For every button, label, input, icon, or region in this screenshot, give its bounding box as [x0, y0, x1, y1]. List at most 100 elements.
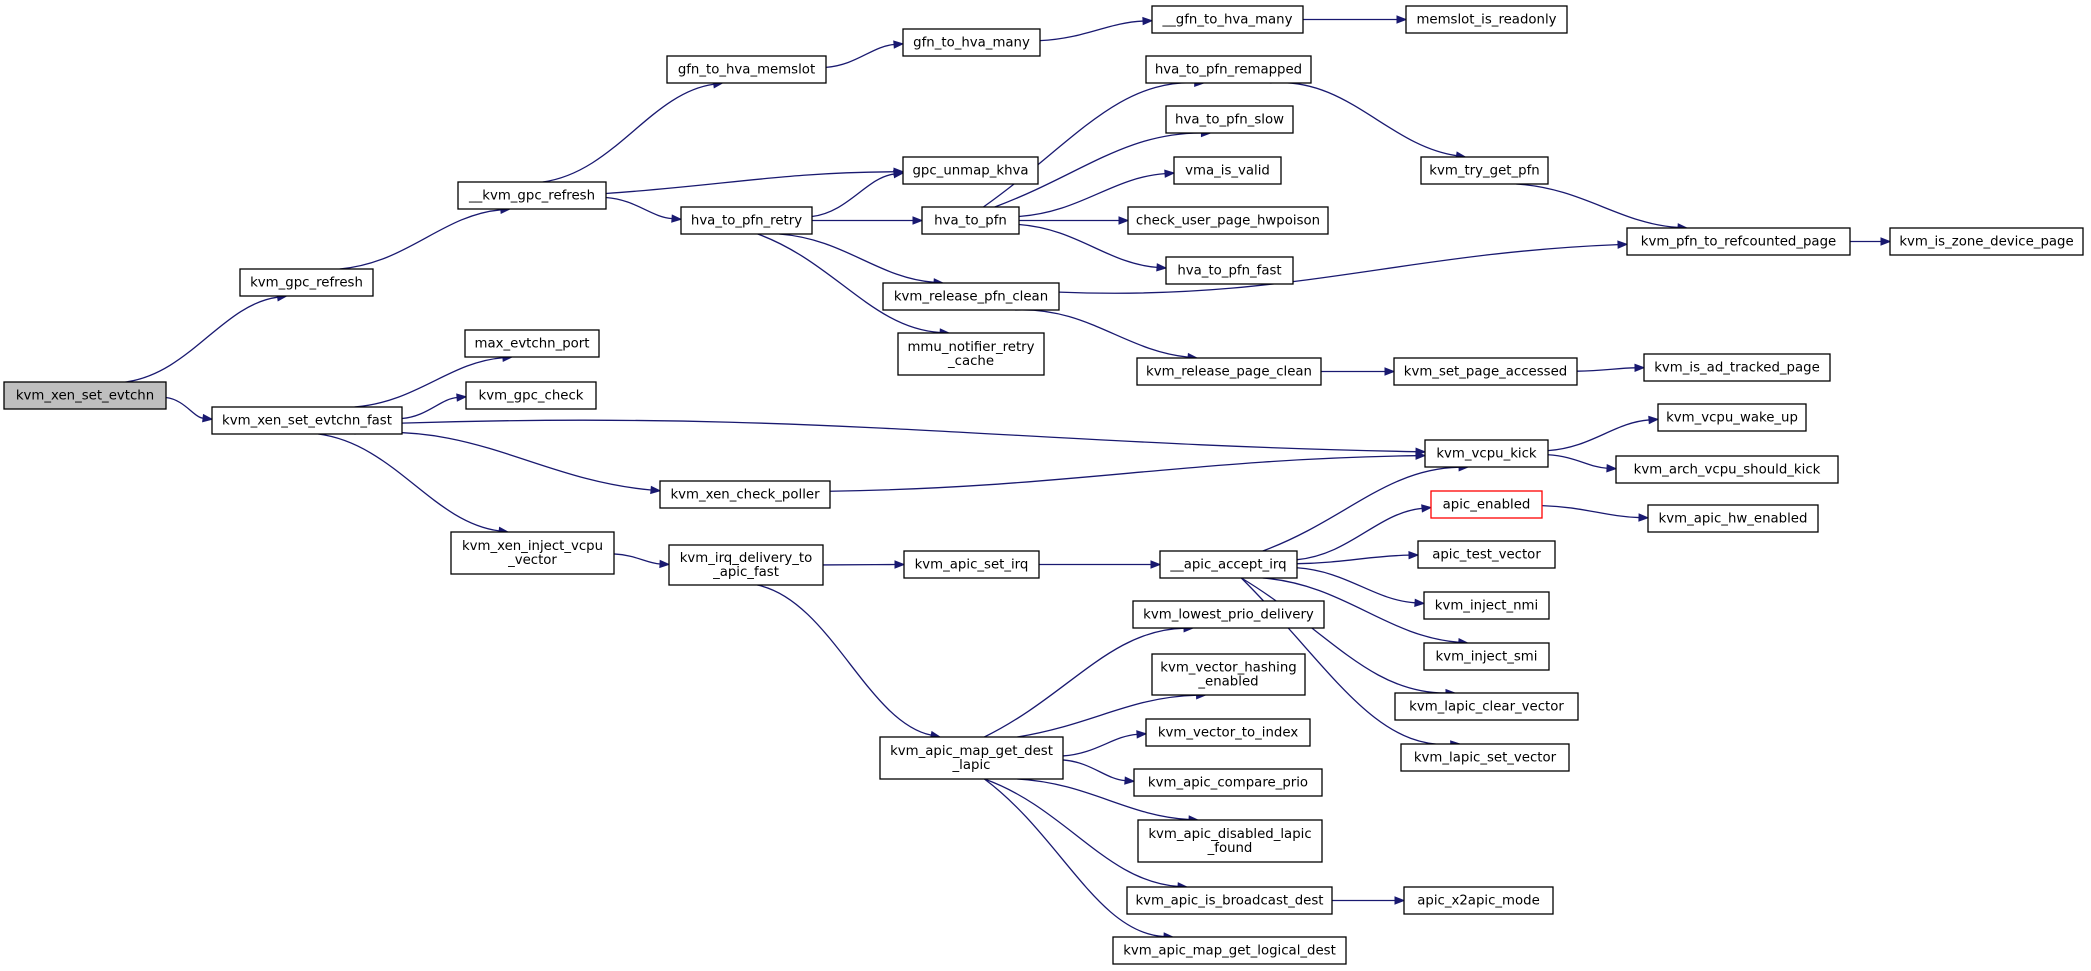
node-box	[1136, 357, 1322, 386]
node-box	[1145, 55, 1312, 84]
node-kvm-vector-to-index[interactable]: kvm_vector_to_index	[1145, 718, 1311, 747]
node-kvm-xen-check-poller[interactable]: kvm_xen_check_poller	[659, 480, 831, 509]
node-kvm-gpc-refresh[interactable]: __kvm_gpc_refresh	[457, 181, 607, 210]
edge-n34-n35	[1541, 504, 1650, 522]
node-kvm-pfn-to-refcounted-page[interactable]: kvm_pfn_to_refcounted_page	[1626, 227, 1851, 256]
node-kvm-release-pfn-clean[interactable]: kvm_release_pfn_clean	[882, 282, 1060, 311]
node-label: kvm_apic_map_get_dest	[890, 744, 1053, 759]
edge-line	[125, 296, 278, 383]
edge-line	[1014, 309, 1189, 358]
node-label: kvm_vcpu_wake_up	[1666, 411, 1798, 426]
edge-n2-n30	[318, 433, 510, 535]
edge-line	[984, 778, 1179, 888]
node-box	[666, 55, 827, 84]
node-kvm-is-zone-device-page[interactable]: kvm_is_zone_device_page	[1889, 227, 2084, 256]
node-kvm-xen-set-evtchn[interactable]: kvm_xen_set_evtchn	[3, 381, 167, 410]
node-box	[668, 544, 824, 586]
node-kvm-arch-vcpu-should-kick[interactable]: kvm_arch_vcpu_should_kick	[1615, 455, 1839, 484]
arrowhead	[1415, 451, 1427, 460]
node-kvm-xen-set-evtchn-fast[interactable]: kvm_xen_set_evtchn_fast	[211, 406, 403, 435]
node-label: kvm_lapic_clear_vector	[1409, 700, 1564, 715]
node-box	[465, 381, 597, 410]
node-kvm-lapic-clear-vector[interactable]: kvm_lapic_clear_vector	[1394, 692, 1579, 721]
node-check-user-page-hwpoison[interactable]: check_user_page_hwpoison	[1127, 206, 1329, 235]
node-kvm-vcpu-wake-up[interactable]: kvm_vcpu_wake_up	[1657, 403, 1807, 432]
node-gfn-to-hva-memslot[interactable]: gfn_to_hva_memslot	[666, 55, 827, 84]
node-hva-to-pfn-slow[interactable]: hva_to_pfn_slow	[1165, 105, 1294, 134]
node-kvm-vcpu-kick[interactable]: kvm_vcpu_kick	[1424, 439, 1549, 468]
edge-n0-n2	[165, 396, 214, 423]
node-kvm-lowest-prio-delivery[interactable]: kvm_lowest_prio_delivery	[1132, 600, 1325, 629]
node-box	[659, 480, 831, 509]
node-label: kvm_vcpu_kick	[1436, 447, 1537, 462]
node-box	[1417, 540, 1556, 569]
edge-line	[401, 419, 1417, 453]
node-kvm-inject-smi[interactable]: kvm_inject_smi	[1423, 642, 1550, 671]
node-memslot-is-readonly[interactable]: memslot_is_readonly	[1405, 5, 1568, 34]
node-label: kvm_inject_smi	[1436, 650, 1538, 665]
node-label: _enabled	[1197, 675, 1258, 690]
edge-line	[605, 171, 895, 195]
node-box	[1145, 718, 1311, 747]
node-hva-to-pfn-retry[interactable]: hva_to_pfn_retry	[680, 206, 813, 235]
node-kvm-apic-is-broadcast-dest[interactable]: kvm_apic_is_broadcast_dest	[1126, 886, 1333, 915]
edge-n47-n48	[1332, 896, 1406, 905]
node-box	[1112, 936, 1347, 965]
arrowhead	[1118, 216, 1130, 225]
node-box	[1126, 886, 1333, 915]
node-kvm-apic-compare-prio[interactable]: kvm_apic_compare_prio	[1133, 768, 1323, 797]
edge-n41-n44	[1062, 730, 1148, 757]
node-label: check_user_page_hwpoison	[1136, 214, 1320, 229]
edge-line	[1576, 367, 1636, 372]
node-kvm-xen-inject-vcpu-vector[interactable]: kvm_xen_inject_vcpu_vector	[450, 531, 615, 575]
edge-line	[1547, 419, 1650, 452]
node-kvm-release-page-clean[interactable]: kvm_release_page_clean	[1136, 357, 1322, 386]
edge-line	[757, 233, 941, 334]
node-gpc-unmap-khva[interactable]: gpc_unmap_khva	[902, 156, 1039, 185]
node-kvm-inject-nmi[interactable]: kvm_inject_nmi	[1423, 591, 1550, 620]
node-vma-is-valid[interactable]: vma_is_valid	[1173, 156, 1282, 185]
node-hva-to-pfn[interactable]: hva_to_pfn	[921, 206, 1020, 235]
node-kvm-lapic-set-vector[interactable]: kvm_lapic_set_vector	[1400, 743, 1570, 772]
node-apic-x2apic-mode[interactable]: apic_x2apic_mode	[1403, 886, 1554, 915]
arrowhead	[1384, 367, 1396, 376]
edge-n33-n36	[1296, 550, 1420, 565]
node-gfn-to-hva-many[interactable]: gfn_to_hva_many	[902, 28, 1041, 57]
node-kvm-apic-disabled-lapic-found[interactable]: kvm_apic_disabled_lapic_found	[1137, 819, 1323, 863]
node-kvm-irq-delivery-to-apic-fast[interactable]: kvm_irq_delivery_to_apic_fast	[668, 544, 824, 586]
node-apic-enabled[interactable]: apic_enabled	[1430, 490, 1543, 519]
arrowhead	[1414, 598, 1426, 608]
edge-n20-n21	[1321, 367, 1396, 376]
node-box	[1400, 743, 1570, 772]
node-apic-accept-irq[interactable]: __apic_accept_irq	[1159, 550, 1298, 579]
arrowhead	[202, 413, 214, 423]
node-kvm-set-page-accessed[interactable]: kvm_set_page_accessed	[1393, 357, 1578, 386]
node-gfn-to-hva-many[interactable]: __gfn_to_hva_many	[1151, 5, 1304, 34]
node-box	[1151, 653, 1306, 696]
node-kvm-vector-hashing-enabled[interactable]: kvm_vector_hashing_enabled	[1151, 653, 1306, 696]
arrowhead	[894, 560, 906, 569]
edge-line	[1017, 778, 1190, 821]
node-max-evtchn-port[interactable]: max_evtchn_port	[464, 329, 600, 358]
edge-line	[1039, 20, 1144, 42]
node-kvm-apic-map-get-dest-lapic[interactable]: kvm_apic_map_get_dest_lapic	[879, 736, 1064, 780]
node-box	[1165, 256, 1294, 285]
node-kvm-gpc-check[interactable]: kvm_gpc_check	[465, 381, 597, 410]
node-kvm-try-get-pfn[interactable]: kvm_try_get_pfn	[1420, 156, 1549, 185]
edge-line	[1017, 694, 1197, 738]
node-label: hva_to_pfn_remapped	[1155, 63, 1302, 78]
node-hva-to-pfn-remapped[interactable]: hva_to_pfn_remapped	[1145, 55, 1312, 84]
arrowhead	[650, 485, 662, 495]
node-kvm-apic-map-get-logical-dest[interactable]: kvm_apic_map_get_logical_dest	[1112, 936, 1347, 965]
node-apic-test-vector[interactable]: apic_test_vector	[1417, 540, 1556, 569]
node-box	[1430, 490, 1543, 519]
node-kvm-is-ad-tracked-page[interactable]: kvm_is_ad_tracked_page	[1643, 353, 1831, 382]
node-kvm-apic-hw-enabled[interactable]: kvm_apic_hw_enabled	[1647, 504, 1819, 533]
node-kvm-gpc-refresh[interactable]: kvm_gpc_refresh	[239, 268, 374, 297]
node-hva-to-pfn-fast[interactable]: hva_to_pfn_fast	[1165, 256, 1294, 285]
edge-n30-n31	[613, 553, 671, 569]
node-kvm-apic-set-irq[interactable]: kvm_apic_set_irq	[903, 550, 1040, 579]
node-mmu-notifier-retry-cache[interactable]: mmu_notifier_retry_cache	[897, 332, 1045, 376]
edge-n2-n26	[401, 419, 1427, 456]
node-label: hva_to_pfn_slow	[1175, 113, 1284, 128]
